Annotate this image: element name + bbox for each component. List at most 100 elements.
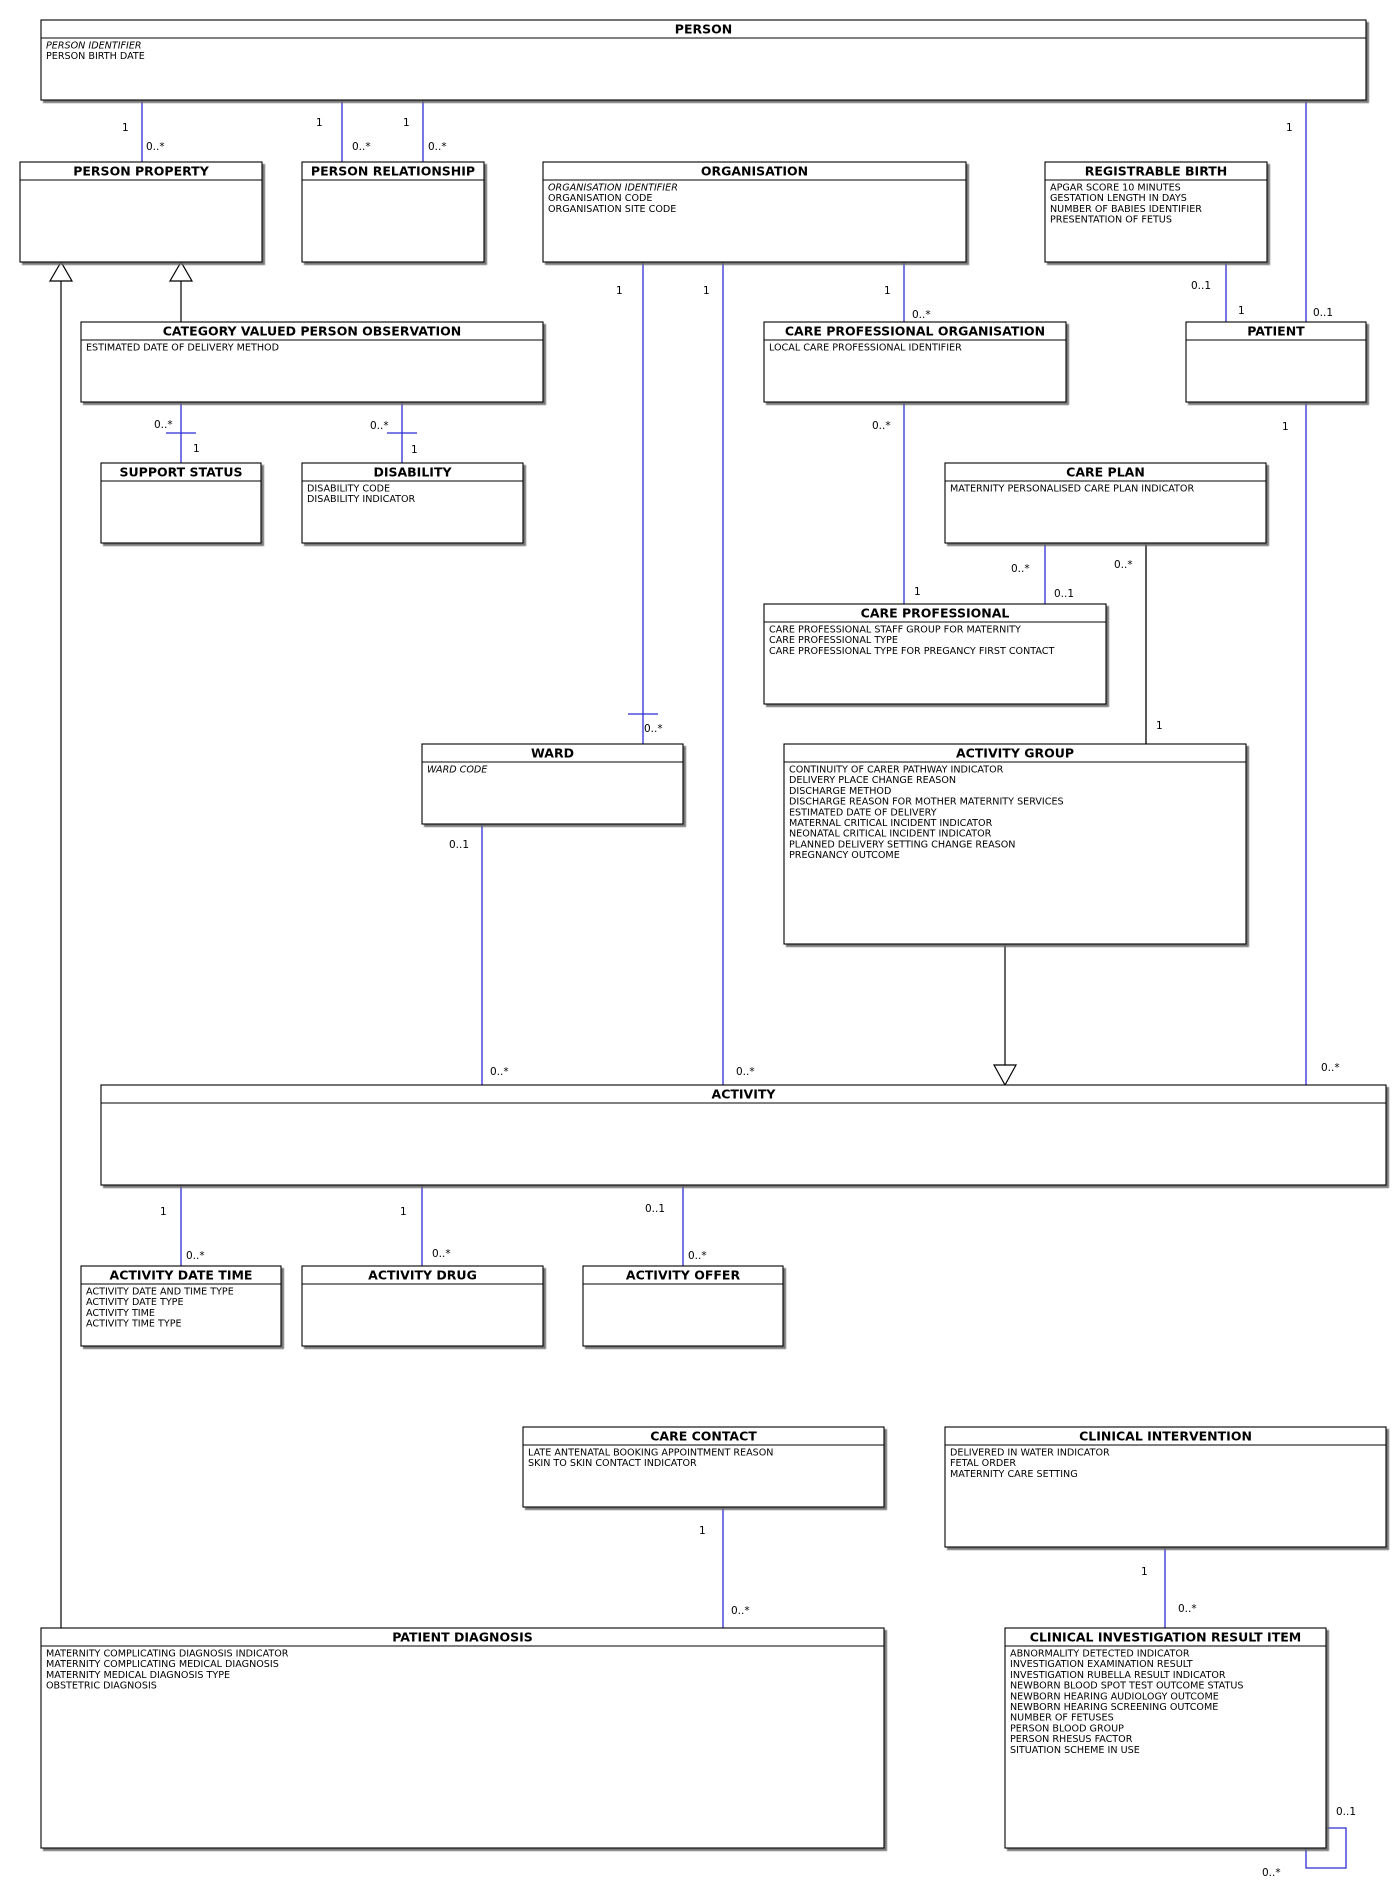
entity-attribute: NEWBORN HEARING SCREENING OUTCOME	[1010, 1702, 1218, 1713]
relationship-line-organisation-ward	[628, 262, 658, 744]
entity-attribute: DELIVERY PLACE CHANGE REASON	[789, 775, 956, 786]
entity-attribute: PERSON IDENTIFIER	[46, 41, 142, 52]
multiplicity-label: 0..*	[644, 723, 663, 735]
entity-attribute: ESTIMATED DATE OF DELIVERY METHOD	[86, 343, 279, 354]
entity-title: WARD	[531, 746, 574, 761]
entity-attribute: LATE ANTENATAL BOOKING APPOINTMENT REASO…	[528, 1448, 773, 1459]
entity-attribute: OBSTETRIC DIAGNOSIS	[46, 1681, 157, 1692]
entity-title: ORGANISATION	[701, 164, 808, 179]
multiplicity-label: 0..*	[490, 1066, 509, 1078]
entity-attribute: INVESTIGATION EXAMINATION RESULT	[1010, 1659, 1193, 1670]
entity-attribute: MATERNAL CRITICAL INCIDENT INDICATOR	[789, 818, 993, 829]
entity-title: PERSON	[675, 22, 732, 37]
entity-attribute: MATERNITY PERSONALISED CARE PLAN INDICAT…	[950, 484, 1194, 495]
entity-attribute: DISABILITY INDICATOR	[307, 494, 416, 505]
entity-attribute: PERSON BIRTH DATE	[46, 51, 145, 62]
entity-title: SUPPORT STATUS	[120, 465, 243, 480]
multiplicity-label: 1	[616, 285, 623, 297]
multiplicity-label: 1	[316, 117, 323, 129]
entity-attribute: DISABILITY CODE	[307, 484, 390, 495]
entity-attribute: ORGANISATION SITE CODE	[548, 204, 676, 215]
multiplicity-label: 0..*	[1114, 559, 1133, 571]
entity-activity-offer: ACTIVITY OFFER	[582, 1265, 784, 1347]
entity-attribute: PERSON BLOOD GROUP	[1010, 1723, 1124, 1734]
multiplicity-label: 0..*	[428, 141, 447, 153]
multiplicity-label: 0..*	[912, 309, 931, 321]
entity-attribute: NEWBORN HEARING AUDIOLOGY OUTCOME	[1010, 1691, 1219, 1702]
entity-attribute: ORGANISATION IDENTIFIER	[548, 183, 678, 194]
entity-title: DISABILITY	[373, 465, 452, 480]
entity-attribute: LOCAL CARE PROFESSIONAL IDENTIFIER	[769, 343, 962, 354]
multiplicity-label: 0..*	[186, 1250, 205, 1262]
entity-attribute: NEONATAL CRITICAL INCIDENT INDICATOR	[789, 829, 992, 840]
entity-title: ACTIVITY	[712, 1087, 777, 1102]
generalization-arrow-icon	[48, 260, 74, 282]
entity-attribute: PRESENTATION OF FETUS	[1050, 215, 1172, 226]
multiplicity-label: 1	[122, 122, 129, 134]
entity-title: CLINICAL INTERVENTION	[1079, 1429, 1252, 1444]
multiplicity-label: 0..*	[432, 1248, 451, 1260]
multiplicity-label: 0..1	[449, 839, 469, 851]
multiplicity-label: 0..*	[1178, 1603, 1197, 1615]
multiplicity-label: 0..*	[688, 1250, 707, 1262]
entity-attribute: INVESTIGATION RUBELLA RESULT INDICATOR	[1010, 1670, 1226, 1681]
entity-attribute: NUMBER OF FETUSES	[1010, 1713, 1114, 1724]
entity-attribute: ABNORMALITY DETECTED INDICATOR	[1010, 1649, 1190, 1660]
entity-title: ACTIVITY DATE TIME	[110, 1268, 253, 1283]
entity-title: REGISTRABLE BIRTH	[1085, 164, 1228, 179]
multiplicity-label: 0..*	[370, 420, 389, 432]
entity-attribute: ACTIVITY DATE TYPE	[86, 1297, 184, 1308]
multiplicity-label: 1	[411, 444, 418, 456]
multiplicity-label: 1	[403, 117, 410, 129]
entity-attribute: ORGANISATION CODE	[548, 193, 652, 204]
entity-attribute: PLANNED DELIVERY SETTING CHANGE REASON	[789, 839, 1015, 850]
entity-attribute: CARE PROFESSIONAL STAFF GROUP FOR MATERN…	[769, 625, 1021, 636]
multiplicity-label: 0..1	[645, 1203, 665, 1215]
relationship-line-category_valued_person_observation-disability	[387, 402, 417, 463]
entity-title: CARE CONTACT	[650, 1429, 757, 1444]
entity-attribute: ESTIMATED DATE OF DELIVERY	[789, 807, 937, 818]
entity-title: CATEGORY VALUED PERSON OBSERVATION	[163, 324, 462, 339]
multiplicity-label: 1	[884, 285, 891, 297]
multiplicity-label: 0..*	[1321, 1062, 1340, 1074]
entity-attribute: WARD CODE	[427, 765, 488, 776]
multiplicity-label: 0..*	[352, 141, 371, 153]
multiplicity-label: 1	[193, 443, 200, 455]
entity-care-plan: CARE PLAN MATERNITY PERSONALISED CARE PLA…	[944, 462, 1267, 544]
multiplicity-label: 0..*	[154, 419, 173, 431]
entity-patient: PATIENT	[1185, 321, 1367, 403]
multiplicity-label: 1	[914, 586, 921, 598]
entity-attribute: MATERNITY COMPLICATING DIAGNOSIS INDICAT…	[46, 1649, 289, 1660]
multiplicity-label: 0..*	[872, 420, 891, 432]
entity-attribute: MATERNITY MEDICAL DIAGNOSIS TYPE	[46, 1670, 230, 1681]
entity-title: CARE PLAN	[1066, 465, 1145, 480]
entity-attribute: MATERNITY CARE SETTING	[950, 1469, 1078, 1480]
entity-attribute: MATERNITY COMPLICATING MEDICAL DIAGNOSIS	[46, 1659, 279, 1670]
entity-attribute: PREGNANCY OUTCOME	[789, 850, 900, 861]
multiplicity-label: 1	[1282, 421, 1289, 433]
entity-ward: WARD WARD CODE	[421, 743, 684, 825]
multiplicity-label: 0..*	[146, 141, 165, 153]
entity-care-professional-organisation: CARE PROFESSIONAL ORGANISATION LOCAL CARE…	[763, 321, 1067, 403]
entity-attribute: GESTATION LENGTH IN DAYS	[1050, 193, 1187, 204]
entity-title: CARE PROFESSIONAL	[861, 606, 1010, 621]
multiplicity-label: 1	[699, 1525, 706, 1537]
entity-attribute: DISCHARGE METHOD	[789, 786, 891, 797]
multiplicity-label: 1	[1156, 720, 1163, 732]
entity-attribute: DELIVERED IN WATER INDICATOR	[950, 1448, 1110, 1459]
multiplicity-label: 1	[1141, 1566, 1148, 1578]
multiplicity-label: 0..1	[1313, 307, 1333, 319]
entity-title: CARE PROFESSIONAL ORGANISATION	[785, 324, 1045, 339]
multiplicity-label: 1	[703, 285, 710, 297]
entity-attribute: ACTIVITY TIME	[86, 1308, 155, 1319]
entity-person-property: PERSON PROPERTY	[19, 161, 263, 263]
entity-title: PERSON PROPERTY	[73, 164, 209, 179]
entity-clinical-investigation-result-item: CLINICAL INVESTIGATION RESULT ITEMABNORM…	[1004, 1627, 1327, 1849]
entity-title: PATIENT	[1247, 324, 1305, 339]
relationship-line-category_valued_person_observation-support_status	[166, 402, 196, 463]
